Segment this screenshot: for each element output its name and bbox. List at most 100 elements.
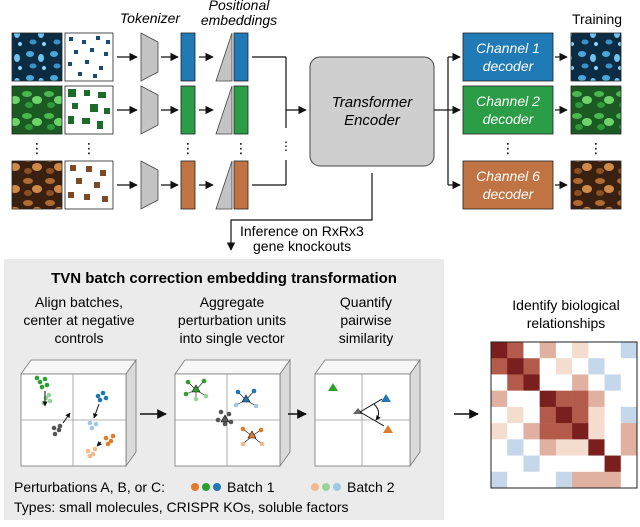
heatmap-cell — [620, 358, 638, 375]
tokenizer-label: Tokenizer — [120, 10, 182, 26]
heatmap-cell — [588, 358, 605, 375]
reconstructed-channel-2-image — [570, 85, 622, 135]
training-label: Training — [572, 11, 622, 27]
align-batches-box — [20, 358, 137, 468]
heatmap-cell — [555, 390, 573, 408]
heatmap-cell — [491, 390, 508, 408]
heatmap-cell — [507, 423, 524, 440]
heatmap-cell — [539, 439, 557, 456]
channel-6-image — [11, 160, 63, 210]
heatmap-cell — [620, 455, 638, 473]
heatmap-cell — [604, 406, 622, 424]
heatmap-cell — [572, 423, 589, 440]
step-3-line1: Quantify — [340, 294, 392, 310]
heatmap-cell — [555, 471, 573, 489]
similarity-box — [314, 358, 421, 468]
legend-batch2-dots — [311, 483, 341, 491]
heatmap-cell — [491, 455, 508, 473]
heatmap-cell — [604, 471, 622, 489]
channel-1-decoder: Channel 1 decoder — [462, 32, 554, 82]
heatmap-cell — [572, 390, 589, 408]
heatmap-cell — [523, 342, 540, 359]
channel-6-decoder: Channel 6 decoder — [462, 160, 554, 210]
reconstructed-channel-1-image — [570, 32, 622, 82]
heatmap-cell — [572, 455, 589, 473]
heatmap-cell — [588, 471, 605, 489]
step-2-line1: Aggregate — [200, 294, 265, 310]
heatmap-cell — [539, 455, 557, 473]
heatmap-cell — [620, 471, 638, 489]
reconstructed-channel-6-image — [570, 160, 622, 210]
heatmap-cell — [588, 406, 605, 424]
types-line: Types: small molecules, CRISPR KOs, solu… — [14, 499, 349, 515]
ellipsis-bracket: ⋮ — [280, 139, 292, 153]
legend-perturbations-label: Perturbations A, B, or C: — [14, 479, 165, 495]
heatmap-cell — [507, 342, 524, 359]
decoder-6-line2: decoder — [483, 186, 535, 202]
heatmap-cell — [523, 390, 540, 408]
heatmap-cell — [620, 439, 638, 456]
heatmap-cell — [523, 374, 540, 391]
heatmap-cell — [620, 423, 638, 440]
green-vector-marker — [328, 383, 338, 391]
channel-2-embedded-bar — [233, 85, 249, 135]
arrows-to-tokenizer — [117, 52, 138, 190]
heatmap-cell — [620, 406, 638, 424]
input-image-row-1 — [11, 32, 114, 82]
heatmap-cell — [588, 423, 605, 440]
heatmap-cell — [507, 439, 524, 456]
heatmap-cell — [523, 455, 540, 473]
heatmap-cell — [555, 342, 573, 359]
heatmap-cell — [604, 423, 622, 440]
arrows-to-decoders — [434, 52, 461, 190]
heatmap-cell — [555, 439, 573, 456]
similarity-heatmap — [491, 342, 638, 489]
inference-label-line1: Inference on RxRx3 — [240, 223, 364, 239]
heatmap-cell — [604, 374, 622, 391]
heatmap-cell — [572, 439, 589, 456]
tvn-panel-title: TVN batch correction embedding transform… — [51, 270, 397, 287]
decoder-6-line1: Channel 6 — [476, 168, 540, 184]
step-1-line3: controls — [54, 330, 103, 346]
heatmap-cell — [588, 390, 605, 408]
heatmap-cell — [604, 342, 622, 359]
ellipsis-reconstructed: ⋮ — [589, 140, 603, 156]
legend-batch2-label: Batch 2 — [347, 479, 395, 495]
decoder-2-line2: decoder — [483, 111, 535, 127]
heatmap-cell — [572, 342, 589, 359]
heatmap-cell — [539, 406, 557, 424]
heatmap-cell — [491, 406, 508, 424]
heatmap-border — [490, 341, 638, 489]
bracket-to-encoder — [252, 56, 307, 186]
channel-2-decoder: Channel 2 decoder — [462, 85, 554, 135]
transformer-encoder-box — [309, 56, 435, 167]
heatmap-cell — [507, 455, 524, 473]
input-image-row-2 — [11, 85, 114, 135]
positional-label-line2: embeddings — [201, 12, 277, 28]
decoder-2-line1: Channel 2 — [476, 93, 540, 109]
heatmap-cell — [491, 471, 508, 489]
heatmap-cell — [555, 358, 573, 375]
tokenizer-shapes — [140, 32, 159, 210]
positional-label-line1: Positional — [209, 0, 271, 13]
channel-1-token-bar — [180, 32, 196, 82]
heatmap-cell — [620, 342, 638, 359]
heatmap-cell — [491, 439, 508, 456]
step-1-line2: center at negative — [23, 312, 135, 328]
heatmap-cell — [604, 390, 622, 408]
step-2-line2: perturbation units — [178, 312, 286, 328]
heatmap-cell — [523, 439, 540, 456]
inference-arrow — [226, 173, 373, 251]
heatmap-cell — [588, 455, 605, 473]
input-image-row-6 — [11, 160, 114, 210]
inference-label-line2: gene knockouts — [253, 238, 351, 254]
heatmap-cell — [588, 342, 605, 359]
step-2-line3: into single vector — [179, 330, 284, 346]
heatmap-cell — [555, 374, 573, 391]
encoder-label-line2: Encoder — [344, 112, 401, 129]
heatmap-cell — [523, 406, 540, 424]
heatmap-cell — [620, 390, 638, 408]
heatmap-cell — [620, 374, 638, 391]
